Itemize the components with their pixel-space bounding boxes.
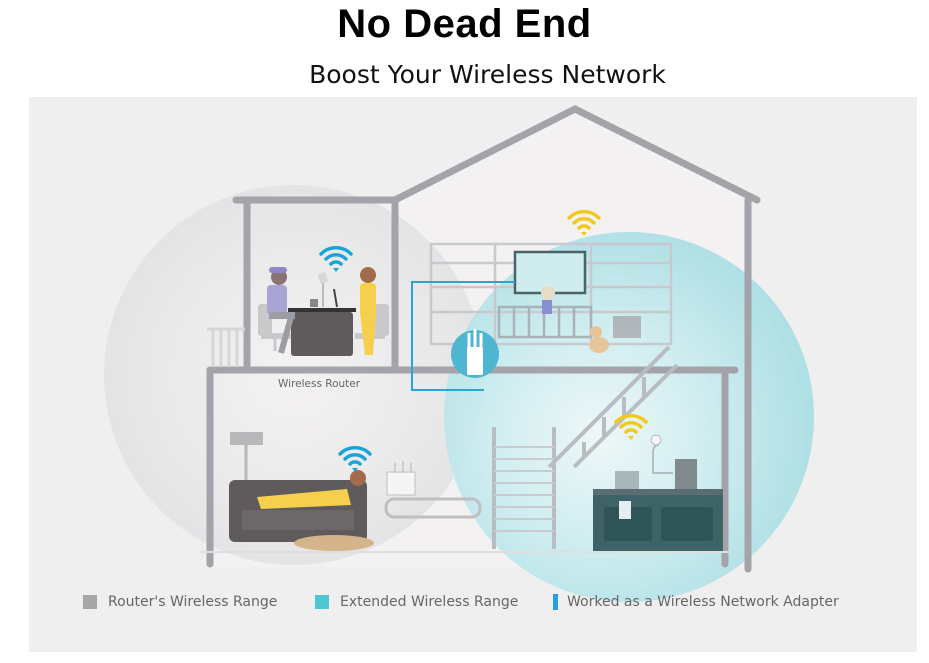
wifi-icon-extended-kitchen <box>614 414 648 440</box>
blue-bar-icon <box>553 594 558 610</box>
wifi-icon-router-upstairs <box>319 246 353 272</box>
house-outline <box>206 105 761 573</box>
legend-label: Router's Wireless Range <box>108 594 278 610</box>
page-title: No Dead End <box>337 2 592 46</box>
office-scene <box>258 267 389 356</box>
page-subtitle: Boost Your Wireless Network <box>309 60 666 89</box>
wifi-icon-router-downstairs <box>338 446 372 472</box>
kitchen-scene <box>593 434 723 551</box>
tv <box>513 250 587 295</box>
wireless-router-label: Wireless Router <box>278 378 361 390</box>
router-range-area <box>104 185 484 565</box>
illustration-panel: Wireless Router Router's Wireless Range … <box>29 97 917 652</box>
legend-item-network-adapter: Worked as a Wireless Network Adapter <box>553 594 839 610</box>
wireless-router-device-icon <box>394 461 412 473</box>
living-room-scene <box>229 432 482 551</box>
balcony-rail <box>207 327 245 367</box>
wifi-icon-extended-upstairs <box>567 210 601 236</box>
baby <box>541 286 555 300</box>
legend-item-router-range: Router's Wireless Range <box>83 594 277 610</box>
gray-square-icon <box>83 595 97 609</box>
house-illustration <box>104 105 814 602</box>
range-extender-device-icon <box>451 329 499 378</box>
teal-square-icon <box>315 595 329 609</box>
legend-label: Worked as a Wireless Network Adapter <box>567 594 839 610</box>
dog-upstairs <box>589 337 609 353</box>
stair-steps <box>494 446 554 532</box>
legend-item-extended-range: Extended Wireless Range <box>315 594 518 610</box>
legend: Router's Wireless Range Extended Wireles… <box>29 594 917 614</box>
adapter-connection-line <box>411 281 515 391</box>
legend-label: Extended Wireless Range <box>340 594 519 610</box>
